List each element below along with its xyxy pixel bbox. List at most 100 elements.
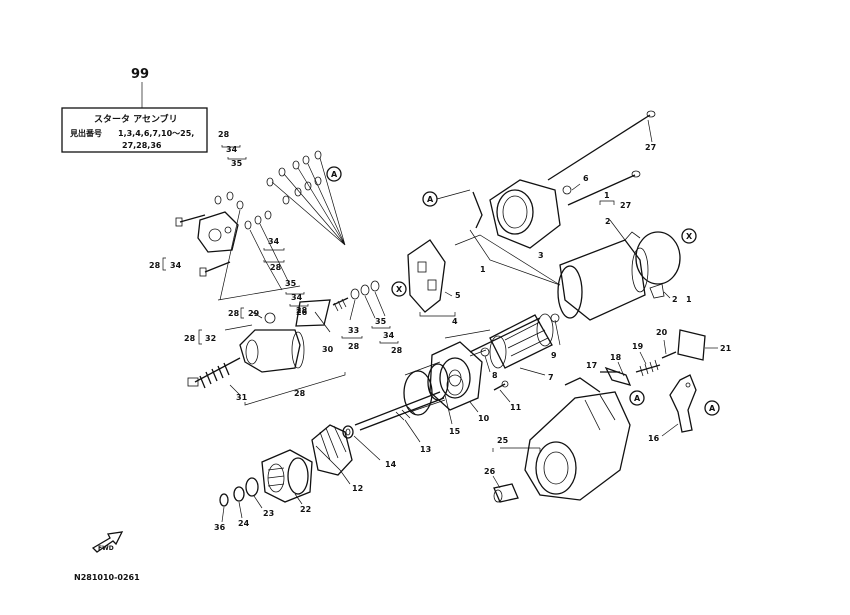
svg-text:28: 28	[149, 261, 161, 270]
through-bolts: 27 1 27	[547, 110, 656, 210]
rear-cover	[489, 179, 561, 249]
internal-gear	[311, 424, 353, 476]
svg-text:X: X	[686, 232, 693, 241]
assembly-sub-line2: 27,28,36	[122, 141, 162, 150]
svg-text:16: 16	[648, 434, 660, 443]
svg-text:31: 31	[236, 393, 248, 402]
svg-text:2: 2	[672, 295, 678, 304]
shift-lever	[669, 374, 697, 433]
svg-text:A: A	[634, 394, 641, 403]
circlip	[219, 493, 229, 507]
svg-text:3: 3	[538, 251, 544, 260]
washer-row-upper	[266, 150, 322, 187]
svg-text:6: 6	[583, 174, 589, 183]
svg-text:FWD: FWD	[98, 545, 114, 552]
svg-text:26: 26	[296, 308, 308, 317]
svg-text:28: 28	[296, 306, 308, 315]
svg-text:A: A	[709, 404, 716, 413]
svg-text:34: 34	[268, 237, 280, 246]
assembly-title: スタータ アセンブリ	[94, 113, 178, 125]
svg-text:21: 21	[720, 344, 732, 353]
plunger	[194, 357, 241, 383]
stop-ring	[233, 486, 245, 502]
ref-circle-x-left	[391, 281, 407, 297]
terminal-spring	[333, 298, 347, 312]
through-bolt-lower	[567, 174, 636, 206]
svg-text:23: 23	[263, 509, 274, 518]
armature-core	[489, 314, 553, 369]
washer-14	[342, 425, 354, 439]
plunger-spring	[199, 362, 230, 389]
svg-text:12: 12	[352, 484, 363, 493]
svg-text:A: A	[331, 170, 338, 179]
magnetic-switch	[239, 329, 301, 373]
spring-19	[635, 364, 661, 373]
armature-shaft	[469, 317, 541, 353]
svg-text:A: A	[427, 195, 434, 204]
cover-screw	[562, 185, 572, 195]
svg-text:25: 25	[497, 436, 509, 445]
fwd-arrow-icon	[91, 531, 124, 553]
svg-text:1: 1	[686, 295, 692, 304]
svg-text:28: 28	[391, 346, 403, 355]
terminal-hardware: 30 33 28 35 34 28	[295, 280, 403, 355]
gasket	[295, 299, 331, 327]
svg-text:19: 19	[632, 342, 644, 351]
svg-text:27: 27	[645, 143, 656, 152]
ref-circle-x-right	[681, 228, 697, 244]
shift-lever-group: 17 18 19 20 21 A A 16	[586, 328, 732, 443]
plate-21	[677, 329, 706, 361]
svg-text:2: 2	[605, 217, 611, 226]
svg-text:30: 30	[322, 345, 334, 354]
svg-text:9: 9	[551, 351, 557, 360]
svg-text:20: 20	[656, 328, 668, 337]
svg-text:28: 28	[228, 309, 240, 318]
brush-plate	[407, 239, 446, 313]
bushing-26	[493, 483, 519, 503]
ref-circle-a-upper	[326, 166, 342, 182]
svg-text:10: 10	[478, 414, 490, 423]
screw-left-bottom	[204, 261, 231, 273]
svg-text:X: X	[396, 285, 403, 294]
svg-text:18: 18	[610, 353, 622, 362]
svg-text:34: 34	[291, 293, 303, 302]
svg-text:34: 34	[383, 331, 395, 340]
svg-text:5: 5	[455, 291, 461, 300]
svg-text:34: 34	[226, 145, 238, 154]
svg-text:7: 7	[548, 373, 554, 382]
ref-circle-a-lower	[629, 390, 645, 406]
assembly-box	[61, 107, 208, 153]
assembly-leaders	[444, 234, 561, 339]
brush-plate-group: X 5 4 1	[391, 229, 561, 326]
svg-text:29: 29	[248, 309, 260, 318]
drive-housing	[524, 391, 631, 501]
assembly-sub-line1: 1,3,4,6,7,10〜25,	[118, 129, 194, 138]
yoke-group: X 2 2 1	[557, 217, 697, 321]
assembly-callout: 99 スタータ アセンブリ 見出番号 1,3,4,6,7,10〜25, 27,2…	[61, 67, 208, 153]
svg-text:35: 35	[231, 159, 243, 168]
svg-text:27: 27	[620, 201, 631, 210]
washer-row-middle	[282, 176, 322, 205]
svg-text:32: 32	[205, 334, 216, 343]
pin-20	[661, 351, 677, 359]
terminal-nut	[264, 312, 276, 324]
assembly-ref-number: 99	[131, 67, 149, 82]
svg-text:33: 33	[348, 326, 359, 335]
svg-text:4: 4	[452, 317, 458, 326]
overrunning-clutch	[261, 449, 313, 503]
fwd-indicator: FWD	[91, 531, 124, 553]
pinion-stopper	[245, 477, 259, 497]
svg-text:35: 35	[285, 279, 297, 288]
svg-text:13: 13	[420, 445, 431, 454]
svg-text:22: 22	[300, 505, 311, 514]
svg-text:26: 26	[484, 467, 496, 476]
through-bolt-upper	[547, 114, 651, 181]
internal-gear-group: 12	[311, 424, 363, 493]
svg-text:8: 8	[492, 371, 498, 380]
armature-group: 9 7 8	[469, 313, 561, 382]
rubber-grommet	[649, 283, 665, 299]
bolt-11	[501, 380, 509, 388]
o-ring	[635, 231, 681, 285]
